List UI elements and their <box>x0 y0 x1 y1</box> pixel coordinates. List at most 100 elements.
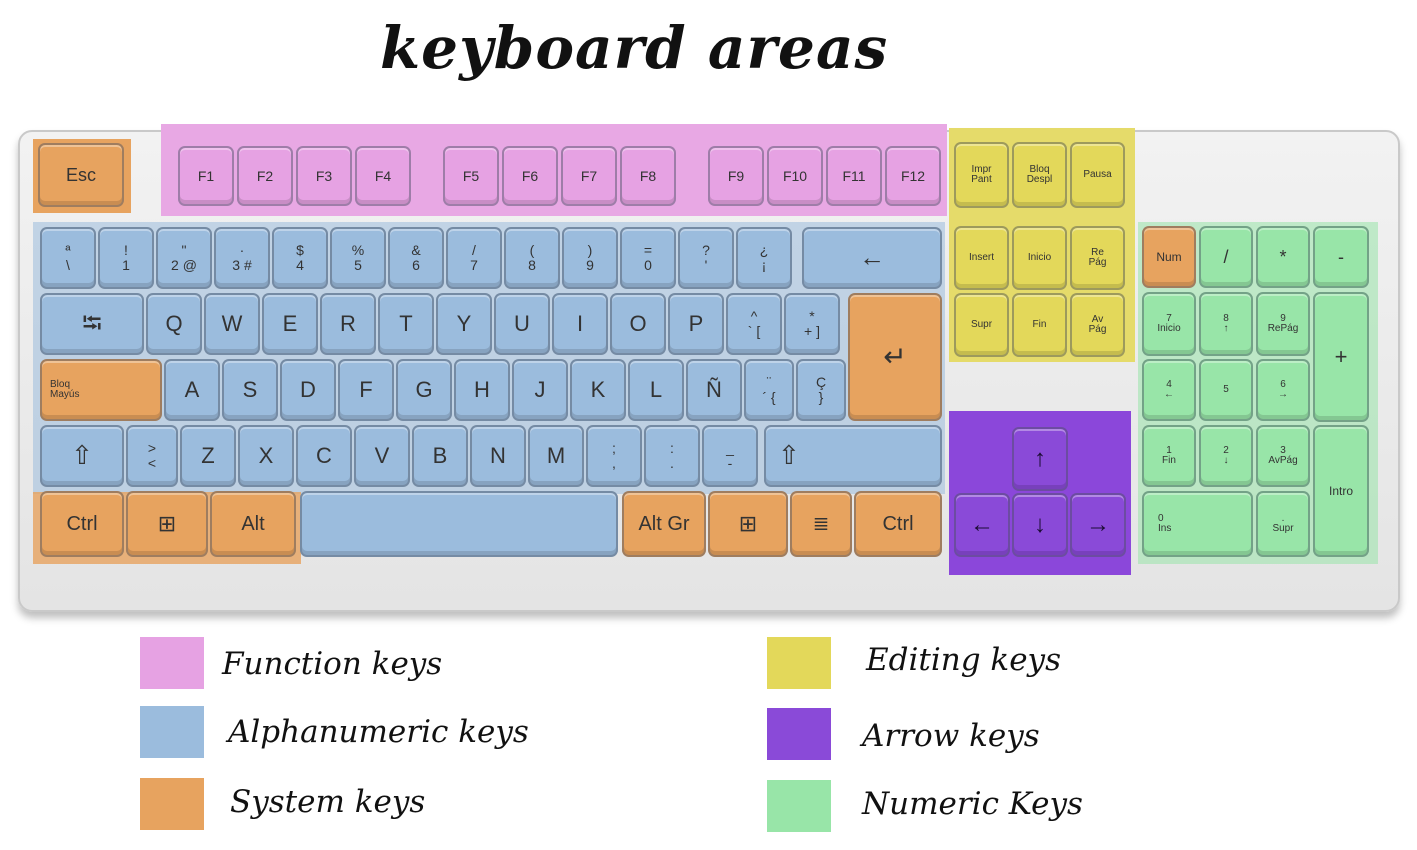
numpad-plus-key: + <box>1313 292 1369 422</box>
key-n: N <box>470 425 526 487</box>
key-less-than: > < <box>126 425 178 487</box>
left-shift-key: ⇧ <box>40 425 124 487</box>
arrow-up-key: ↑ <box>1012 427 1068 491</box>
key-z: Z <box>180 425 236 487</box>
legend-label-alphanumeric: Alphanumeric keys <box>228 714 529 750</box>
legend-swatch-editing <box>767 637 831 689</box>
numpad-6-key: 6 → <box>1256 359 1310 421</box>
legend-label-arrow: Arrow keys <box>862 718 1040 754</box>
key-y: Y <box>436 293 492 355</box>
scroll-lock-key: Bloq Despl <box>1012 142 1067 208</box>
numpad-1-key: 1 Fin <box>1142 425 1196 487</box>
f6-key: F6 <box>502 146 558 206</box>
key-k: K <box>570 359 626 421</box>
numpad-2-key: 2 ↓ <box>1199 425 1253 487</box>
key-9: ) 9 <box>562 227 618 289</box>
arrow-right-key: → <box>1070 493 1126 557</box>
key-q: Q <box>146 293 202 355</box>
key-s: S <box>222 359 278 421</box>
f5-key: F5 <box>443 146 499 206</box>
legend-label-editing: Editing keys <box>866 642 1061 678</box>
numpad-multiply-key: * <box>1256 226 1310 288</box>
key-apostrophe: ? ' <box>678 227 734 289</box>
key-p: P <box>668 293 724 355</box>
key-4: $ 4 <box>272 227 328 289</box>
f3-key: F3 <box>296 146 352 206</box>
key-5: % 5 <box>330 227 386 289</box>
key-i: I <box>552 293 608 355</box>
key-o: O <box>610 293 666 355</box>
print-screen-key: Impr Pant <box>954 142 1009 208</box>
end-key: Fin <box>1012 293 1067 357</box>
alt-gr-key: Alt Gr <box>622 491 706 557</box>
enter-key: ↵ <box>848 293 942 421</box>
key-inverted-exclamation: ¿ ¡ <box>736 227 792 289</box>
backspace-key: ← <box>802 227 942 289</box>
key-d: D <box>280 359 336 421</box>
key-plus: * + ] <box>784 293 840 355</box>
legend-swatch-system <box>140 778 204 830</box>
f8-key: F8 <box>620 146 676 206</box>
key-c-cedilla: Ç } <box>796 359 846 421</box>
key-7: / 7 <box>446 227 502 289</box>
f4-key: F4 <box>355 146 411 206</box>
numpad-7-key: 7 Inicio <box>1142 292 1196 356</box>
key-a: A <box>164 359 220 421</box>
key-caret: ^ ` [ <box>726 293 782 355</box>
tab-key: ⭾ <box>40 293 144 355</box>
f1-key: F1 <box>178 146 234 206</box>
key-g: G <box>396 359 452 421</box>
key-minus: _ - <box>702 425 758 487</box>
numpad-4-key: 4 ← <box>1142 359 1196 421</box>
esc-key: Esc <box>38 143 124 207</box>
right-ctrl-key: Ctrl <box>854 491 942 557</box>
f10-key: F10 <box>767 146 823 206</box>
key-0: = 0 <box>620 227 676 289</box>
arrow-left-key: ← <box>954 493 1010 557</box>
f12-key: F12 <box>885 146 941 206</box>
numpad-minus-key: - <box>1313 226 1369 288</box>
key-b: B <box>412 425 468 487</box>
alt-key: Alt <box>210 491 296 557</box>
key-u: U <box>494 293 550 355</box>
key-ordinal: ª \ <box>40 227 96 289</box>
legend-swatch-numeric <box>767 780 831 832</box>
space-bar <box>300 491 618 557</box>
key-period: : . <box>644 425 700 487</box>
key-h: H <box>454 359 510 421</box>
key-t: T <box>378 293 434 355</box>
key-comma: ; , <box>586 425 642 487</box>
left-ctrl-key: Ctrl <box>40 491 124 557</box>
key-r: R <box>320 293 376 355</box>
insert-key: Insert <box>954 226 1009 290</box>
key-8: ( 8 <box>504 227 560 289</box>
numpad-8-key: 8 ↑ <box>1199 292 1253 356</box>
key-n-tilde: Ñ <box>686 359 742 421</box>
key-v: V <box>354 425 410 487</box>
home-key: Inicio <box>1012 226 1067 290</box>
key-m: M <box>528 425 584 487</box>
key-f: F <box>338 359 394 421</box>
numpad-divide-key: / <box>1199 226 1253 288</box>
legend-label-system: System keys <box>230 784 426 820</box>
key-e: E <box>262 293 318 355</box>
key-diaeresis: ¨ ´ { <box>744 359 794 421</box>
legend-swatch-function <box>140 637 204 689</box>
legend-swatch-alphanumeric <box>140 706 204 758</box>
f9-key: F9 <box>708 146 764 206</box>
numpad-0-key: 0 Ins <box>1142 491 1253 557</box>
key-j: J <box>512 359 568 421</box>
legend-label-numeric: Numeric Keys <box>862 786 1083 822</box>
key-c: C <box>296 425 352 487</box>
key-l: L <box>628 359 684 421</box>
page-up-key: Re Pág <box>1070 226 1125 290</box>
key-6: & 6 <box>388 227 444 289</box>
left-windows-key: ⊞ <box>126 491 208 557</box>
key-3: · 3 # <box>214 227 270 289</box>
key-x: X <box>238 425 294 487</box>
numpad-enter-key: Intro <box>1313 425 1369 557</box>
numpad-5-key: 5 <box>1199 359 1253 421</box>
legend-swatch-arrow <box>767 708 831 760</box>
legend-label-function: Function keys <box>222 646 443 682</box>
numpad-9-key: 9 RePág <box>1256 292 1310 356</box>
